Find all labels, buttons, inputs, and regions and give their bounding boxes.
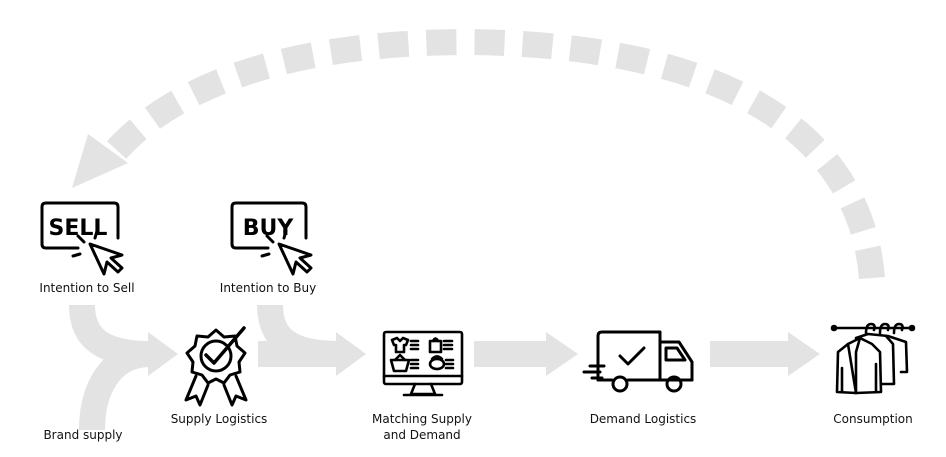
return-arc-arrowhead: [72, 134, 128, 188]
clothes-rack-icon: [830, 322, 916, 395]
sell-cursor-icon: SELL: [40, 201, 124, 276]
label-matching-line1: Matching Supply: [372, 412, 472, 426]
monitor-shop-icon: [382, 330, 464, 397]
flow-arrowhead-matching: [336, 332, 366, 376]
label-supply-logistics: Supply Logistics: [170, 412, 268, 426]
label-consumption: Consumption: [833, 412, 913, 426]
arrow-matching-to-demand-head: [546, 332, 578, 376]
flow-brand-to-supply: [79, 341, 151, 431]
label-brand-supply: Brand supply: [43, 428, 123, 442]
arrow-demand-to-consumption-head: [788, 332, 820, 376]
delivery-truck-check-icon: [582, 330, 694, 393]
award-badge-check-icon: [184, 326, 248, 407]
buy-cursor-icon: BUY: [230, 201, 313, 276]
flow-arrowhead-supply: [148, 332, 178, 376]
label-intention-to-buy: Intention to Buy: [219, 281, 317, 295]
label-matching-line2: and Demand: [383, 428, 461, 442]
return-arc-dashed: [97, 28, 885, 280]
label-demand-logistics: Demand Logistics: [589, 412, 697, 426]
label-intention-to-sell: Intention to Sell: [39, 281, 135, 295]
